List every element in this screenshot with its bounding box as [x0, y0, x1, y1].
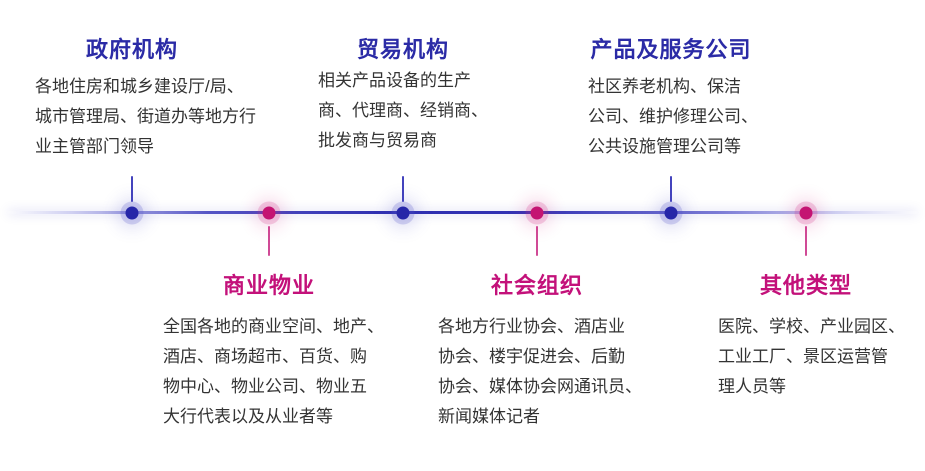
timeline-node-government [125, 206, 139, 220]
group-title-government: 政府机构 [85, 37, 179, 62]
group-desc-other-types: 医院、学校、产业园区、 工业工厂、景区运营管 理人员等 [718, 317, 905, 396]
connector-other-types [805, 226, 807, 256]
timeline-axis [8, 211, 917, 214]
connector-government [131, 176, 133, 202]
timeline-node-other-types [799, 206, 813, 220]
group-desc-government: 各地住房和城乡建设厅/局、 城市管理局、街道办等地方行 业主管部门领导 [35, 77, 256, 156]
group-title-social-organizations: 社会组织 [490, 273, 584, 298]
timeline-node-products-services [664, 206, 678, 220]
connector-commercial-property [268, 226, 270, 256]
group-title-commercial-property: 商业物业 [222, 273, 316, 298]
connector-products-services [670, 176, 672, 202]
group-desc-products-services: 社区养老机构、保洁 公司、维护修理公司、 公共设施管理公司等 [588, 77, 758, 156]
group-title-trade: 贸易机构 [356, 37, 450, 62]
group-desc-commercial-property: 全国各地的商业空间、地产、 酒店、商场超市、百货、购 物中心、物业公司、物业五 … [163, 317, 384, 426]
timeline-node-trade [396, 206, 410, 220]
connector-social-organizations [536, 226, 538, 256]
connector-trade [402, 176, 404, 202]
group-desc-social-organizations: 各地方行业协会、酒店业 协会、楼宇促进会、后勤 协会、媒体协会网通讯员、 新闻媒… [438, 317, 642, 426]
timeline-node-commercial-property [262, 206, 276, 220]
group-desc-trade: 相关产品设备的生产 商、代理商、经销商、 批发商与贸易商 [318, 71, 488, 150]
group-title-other-types: 其他类型 [759, 273, 853, 298]
group-title-products-services: 产品及服务公司 [590, 37, 752, 62]
timeline-node-social-organizations [530, 206, 544, 220]
